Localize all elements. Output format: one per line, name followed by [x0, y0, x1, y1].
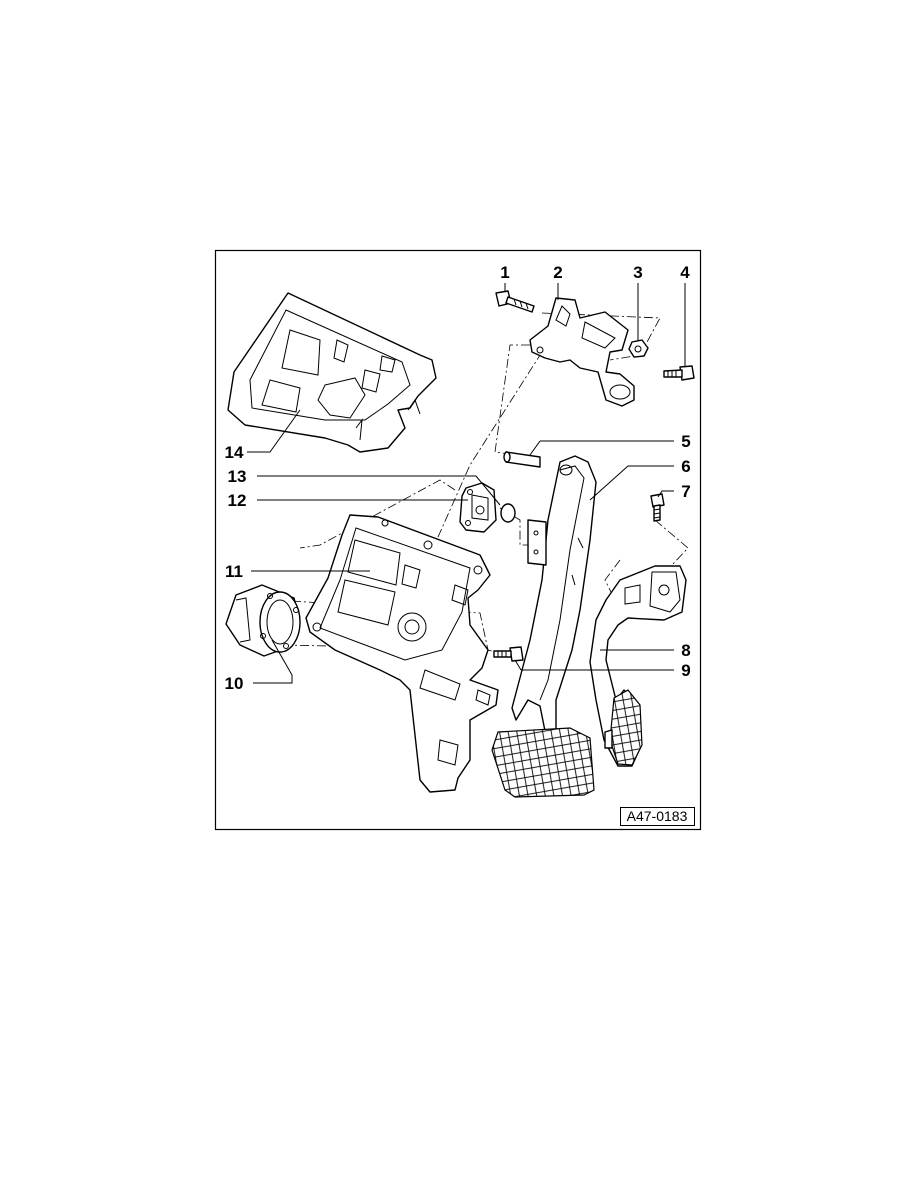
nut-3	[628, 339, 649, 358]
callout-3: 3	[633, 263, 642, 282]
callout-11: 11	[225, 562, 243, 581]
callout-1: 1	[500, 263, 509, 282]
screw-9	[493, 646, 524, 662]
guide-ring-10	[225, 584, 301, 657]
callout-13: 13	[228, 467, 247, 486]
callout-5: 5	[681, 432, 690, 451]
callout-9: 9	[681, 661, 690, 680]
figure-frame	[214, 249, 702, 831]
callout-7: 7	[681, 482, 690, 501]
callout-2: 2	[553, 263, 562, 282]
callout-6: 6	[681, 457, 690, 476]
buffer-13	[500, 503, 516, 523]
screw-4	[663, 365, 695, 381]
screw-7	[650, 493, 665, 522]
callout-12: 12	[228, 491, 247, 510]
callout-14: 14	[225, 443, 244, 462]
callout-10: 10	[225, 674, 244, 693]
figure-code-box: A47-0183	[620, 807, 695, 826]
accelerator-pedal	[589, 565, 687, 767]
callout-labels: 1 2 3 4 5 6 7 8 9 10 11 12 13 14	[225, 263, 691, 693]
heat-shield	[227, 292, 437, 453]
callout-8: 8	[681, 641, 690, 660]
callout-4: 4	[680, 263, 690, 282]
switch-bracket-12	[459, 482, 497, 533]
pin-5	[503, 451, 541, 468]
bolt-1	[495, 290, 535, 313]
leader-lines	[247, 283, 686, 684]
brake-pedal	[491, 455, 597, 798]
bearing-bracket	[529, 297, 635, 407]
figure-code: A47-0183	[627, 808, 688, 824]
pedal-bracket	[305, 514, 499, 793]
